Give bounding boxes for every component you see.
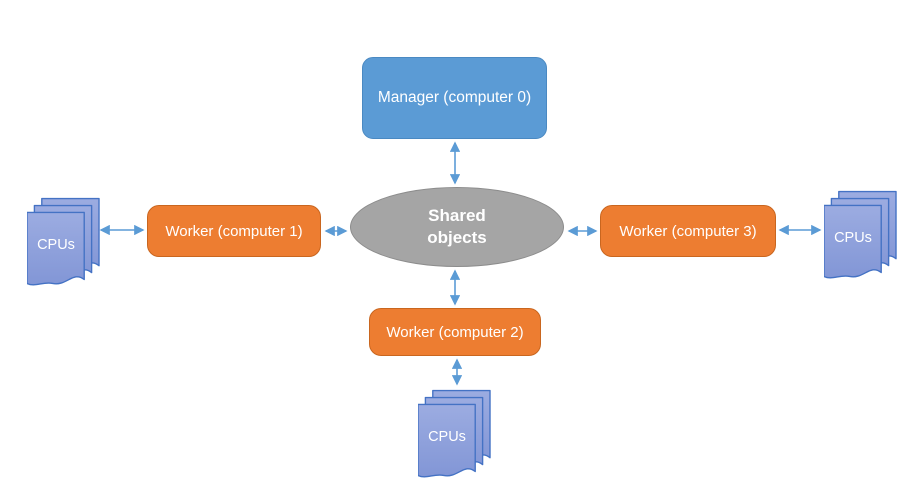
cpus-bottom-label: CPUs — [428, 429, 466, 445]
node-worker-3: Worker (computer 3) — [600, 205, 776, 257]
node-worker-2: Worker (computer 2) — [369, 308, 541, 356]
node-worker-1: Worker (computer 1) — [147, 205, 321, 257]
node-manager-label: Manager (computer 0) — [377, 89, 532, 106]
cpus-stack-left: CPUs — [27, 195, 100, 291]
node-worker-2-label: Worker (computer 2) — [386, 323, 524, 341]
multi-document-icon — [824, 190, 897, 279]
node-manager: Manager (computer 0) — [362, 57, 547, 139]
multi-document-icon — [27, 197, 100, 286]
multi-document-icon — [418, 389, 491, 478]
cpus-right-label: CPUs — [834, 230, 872, 246]
node-worker-1-label: Worker (computer 1) — [165, 222, 303, 240]
node-shared-objects: Shared objects — [350, 187, 564, 267]
cpus-left-label: CPUs — [37, 237, 75, 253]
node-worker-3-label: Worker (computer 3) — [619, 222, 757, 240]
cpus-stack-right: CPUs — [824, 188, 897, 284]
node-shared-objects-label: Shared objects — [427, 205, 487, 247]
cpus-stack-bottom: CPUs — [418, 387, 491, 483]
